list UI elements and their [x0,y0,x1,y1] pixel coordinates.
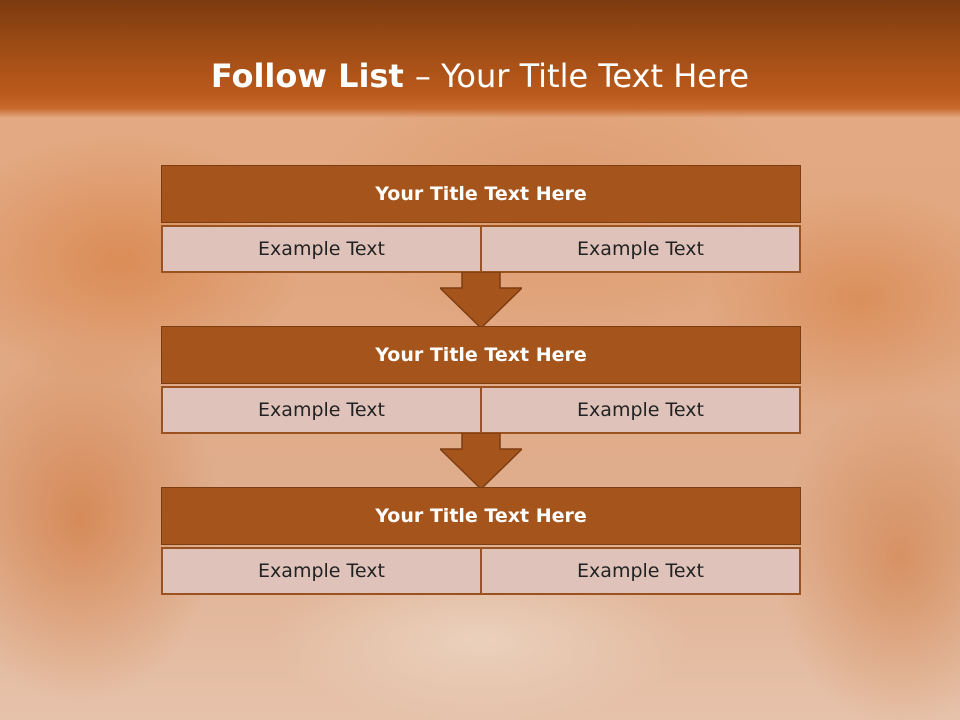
down-arrow-icon [440,433,522,489]
step-cell-left: Example Text [161,386,481,434]
down-arrow-icon [440,272,522,328]
step-cell-left: Example Text [161,547,481,595]
step-block-1: Your Title Text Here Example Text Exampl… [161,165,801,273]
slide-title-rest: – Your Title Text Here [414,57,750,95]
step-row: Example Text Example Text [161,547,801,595]
step-cell-right: Example Text [481,386,801,434]
step-row: Example Text Example Text [161,225,801,273]
step-cell-right: Example Text [481,225,801,273]
step-row: Example Text Example Text [161,386,801,434]
step-cell-right: Example Text [481,547,801,595]
slide-title-bold: Follow List [210,57,415,95]
step-title: Your Title Text Here [161,487,801,545]
header-bar [0,0,960,118]
slide-title: Follow List – Your Title Text Here [0,56,960,96]
step-title: Your Title Text Here [161,326,801,384]
step-cell-left: Example Text [161,225,481,273]
step-block-2: Your Title Text Here Example Text Exampl… [161,326,801,434]
step-block-3: Your Title Text Here Example Text Exampl… [161,487,801,595]
step-title: Your Title Text Here [161,165,801,223]
